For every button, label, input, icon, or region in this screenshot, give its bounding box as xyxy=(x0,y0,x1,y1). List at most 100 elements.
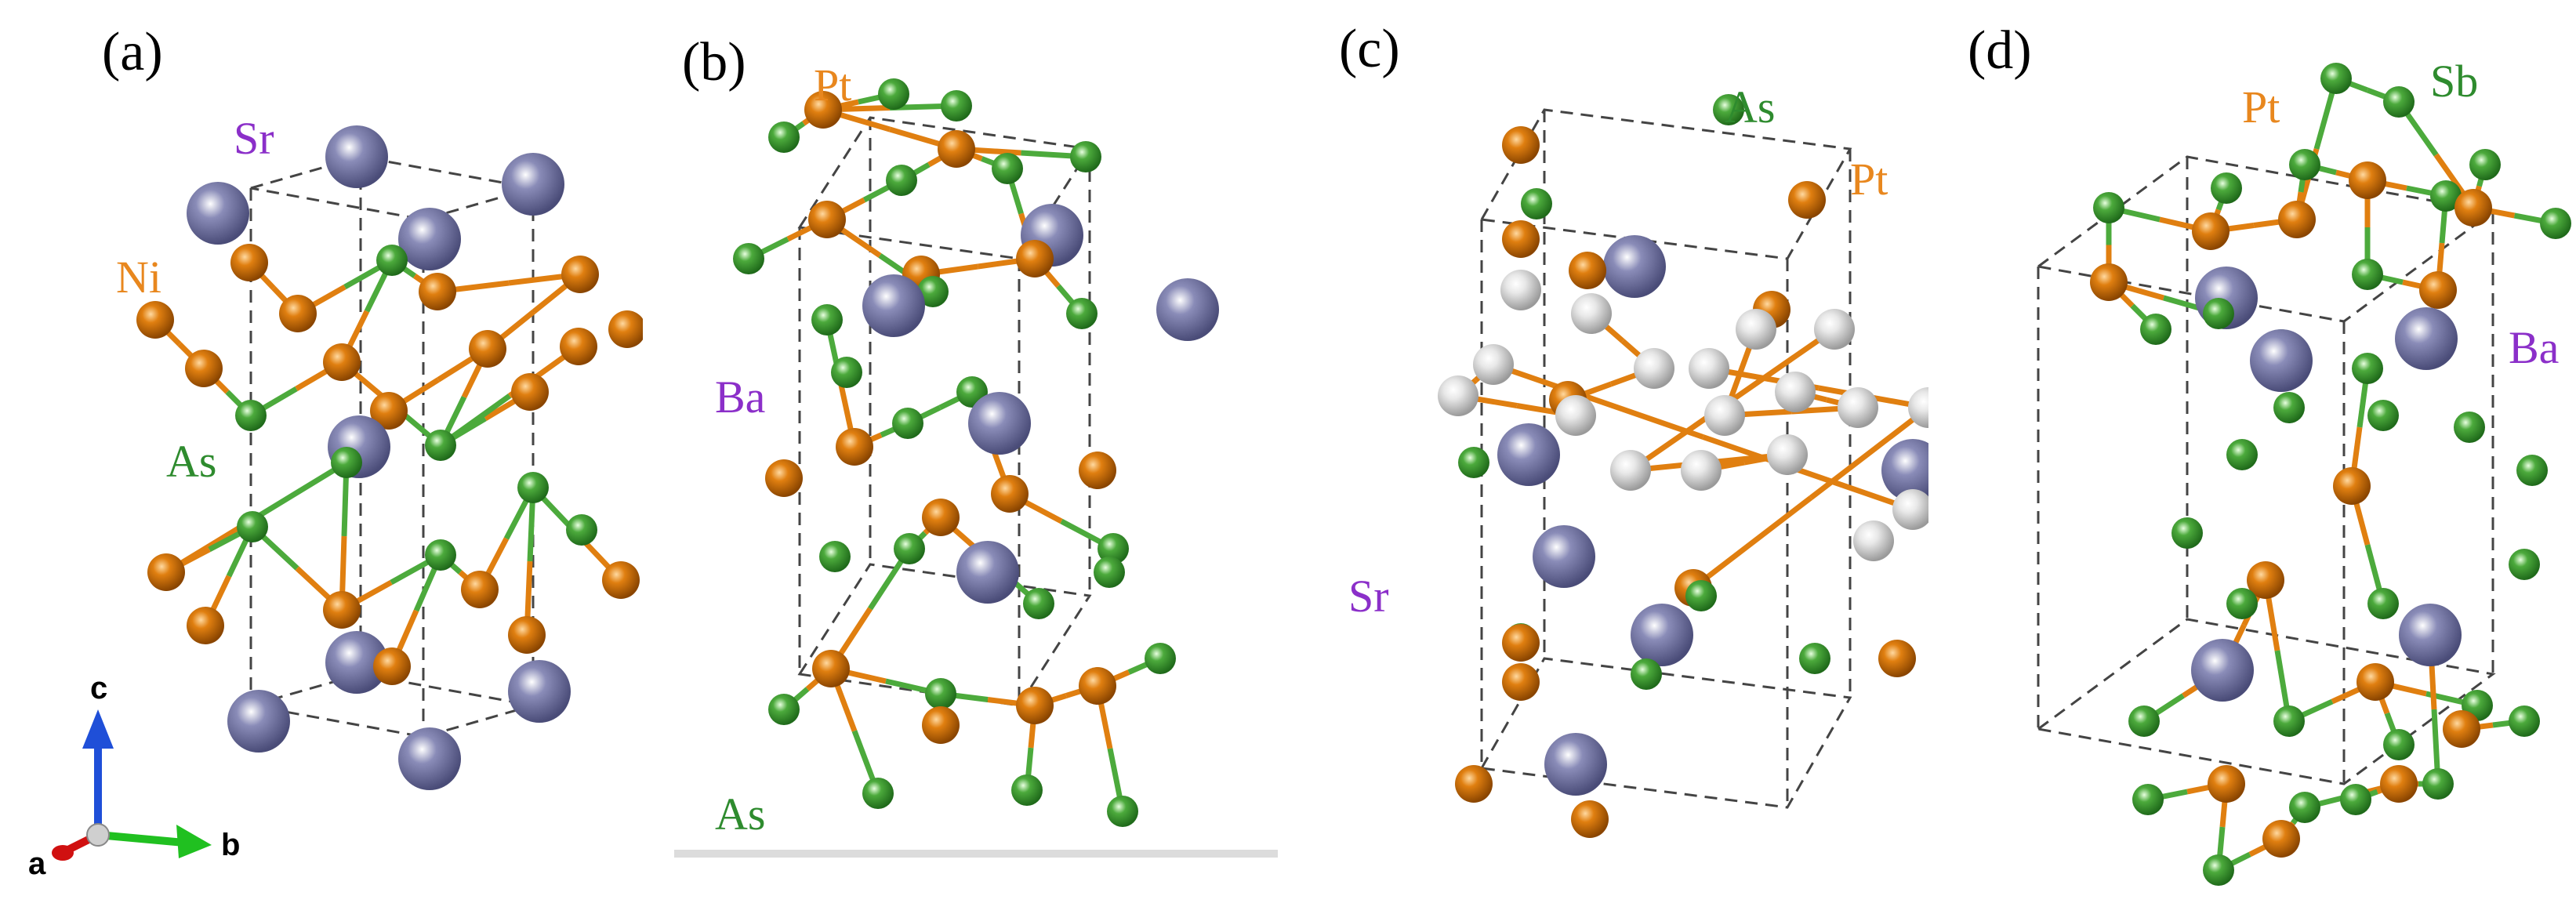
transition-metal-atom xyxy=(2419,271,2457,309)
transition-metal-atom xyxy=(373,647,411,685)
bond xyxy=(255,460,348,520)
mixed-site-atom xyxy=(1689,348,1729,389)
element-label-sb: Sb xyxy=(2430,56,2479,107)
cation-atom xyxy=(2191,639,2254,702)
transition-metal-atom xyxy=(1569,252,1606,289)
pnictogen-atom xyxy=(733,243,764,274)
pnictogen-atom xyxy=(2340,784,2371,815)
pnictogen-atom xyxy=(819,541,851,572)
atoms-d xyxy=(2090,63,2571,886)
element-label-as: As xyxy=(715,789,766,840)
bond xyxy=(1691,495,1813,590)
transition-metal-atom xyxy=(2454,189,2492,227)
mixed-site-atom xyxy=(1681,450,1722,491)
mixed-site-atom xyxy=(1438,375,1478,416)
transition-metal-atom xyxy=(469,330,506,368)
mixed-site-atom xyxy=(1736,309,1776,350)
transition-metal-atom xyxy=(147,553,185,591)
transition-metal-atom xyxy=(1502,126,1540,164)
a-axis-arrow xyxy=(52,845,74,861)
cation-atom xyxy=(227,690,290,753)
b-axis-arrow xyxy=(176,825,212,858)
mixed-site-atom xyxy=(1775,372,1816,412)
cation-atom xyxy=(1497,423,1560,486)
pnictogen-atom xyxy=(2132,784,2164,815)
transition-metal-atom xyxy=(991,475,1029,513)
panel-d: (d) Pt Sb Ba xyxy=(1928,0,2576,914)
pnictogen-atom xyxy=(2509,549,2540,580)
transition-metal-atom xyxy=(136,301,174,339)
mixed-site-atom xyxy=(1814,309,1855,350)
transition-metal-atom xyxy=(323,591,361,629)
bonds-a xyxy=(153,257,623,668)
transition-metal-atom xyxy=(2349,161,2386,199)
pnictogen-atom xyxy=(768,122,800,153)
pnictogen-atom xyxy=(237,511,268,542)
atoms-c xyxy=(1438,94,1928,838)
transition-metal-atom xyxy=(561,256,599,293)
mixed-site-atom xyxy=(1500,270,1541,310)
pnictogen-atom xyxy=(811,304,843,335)
transition-metal-atom xyxy=(2247,561,2284,599)
baseline-bar xyxy=(674,850,1278,858)
pnictogen-atom xyxy=(2093,192,2124,223)
transition-metal-atom xyxy=(419,273,456,310)
c-axis-arrow xyxy=(82,709,114,749)
transition-metal-atom xyxy=(1016,240,1054,277)
pnictogen-atom xyxy=(1145,643,1176,674)
element-label-sr: Sr xyxy=(1348,571,1389,622)
cation-atom xyxy=(968,392,1031,455)
transition-metal-atom xyxy=(1455,765,1493,803)
pnictogen-atom xyxy=(894,533,925,564)
pnictogen-atom xyxy=(2128,705,2160,737)
transition-metal-atom xyxy=(765,459,803,497)
pnictogen-atom xyxy=(2273,705,2305,737)
pnictogen-atom xyxy=(941,90,972,122)
mixed-site-atom xyxy=(1555,395,1596,436)
transition-metal-atom xyxy=(230,244,268,281)
cation-atom xyxy=(1533,525,1595,588)
pnictogen-atom xyxy=(2226,588,2258,619)
pnictogen-atom xyxy=(2430,180,2462,212)
transition-metal-atom xyxy=(836,428,873,466)
transition-metal-atom xyxy=(185,350,223,387)
pnictogen-atom xyxy=(1799,643,1830,674)
transition-metal-atom xyxy=(1502,220,1540,258)
pnictogen-atom xyxy=(1023,588,1054,619)
transition-metal-atom xyxy=(608,310,643,348)
transition-metal-atom xyxy=(1502,624,1540,662)
cation-atom xyxy=(1603,235,1666,298)
pnictogen-atom xyxy=(2140,314,2171,345)
element-label-ni: Ni xyxy=(116,252,161,303)
element-label-pt: Pt xyxy=(2242,82,2280,132)
cation-atom xyxy=(1631,604,1693,666)
mixed-site-atom xyxy=(1908,387,1928,428)
transition-metal-atom xyxy=(2356,663,2394,701)
element-label-sr: Sr xyxy=(234,113,274,164)
pnictogen-atom xyxy=(768,694,800,725)
transition-metal-atom xyxy=(323,343,361,381)
pnictogen-atom xyxy=(2352,259,2383,290)
axis-triad xyxy=(52,709,212,861)
pnictogen-atom xyxy=(892,408,923,439)
pnictogen-atom xyxy=(425,430,456,461)
transition-metal-atom xyxy=(922,499,960,536)
pnictogen-atom xyxy=(917,276,949,307)
pnictogen-atom xyxy=(2454,412,2485,443)
transition-metal-atom xyxy=(1571,800,1609,838)
mixed-site-atom xyxy=(1853,520,1894,561)
cation-atom xyxy=(1544,733,1607,796)
transition-metal-atom xyxy=(804,91,842,129)
transition-metal-atom xyxy=(511,373,549,411)
bond xyxy=(1731,327,1836,402)
pnictogen-atom xyxy=(2203,298,2234,329)
pnictogen-atom xyxy=(1098,533,1129,564)
transition-metal-atom xyxy=(1502,663,1540,701)
bond xyxy=(1702,434,1914,513)
panel-label-d: (d) xyxy=(1968,20,2032,81)
pnictogen-atom xyxy=(1011,774,1043,806)
mixed-site-atom xyxy=(1571,293,1612,334)
element-label-pt: Pt xyxy=(1850,154,1888,205)
transition-metal-atom xyxy=(279,295,317,332)
panel-a-structure xyxy=(52,125,643,861)
